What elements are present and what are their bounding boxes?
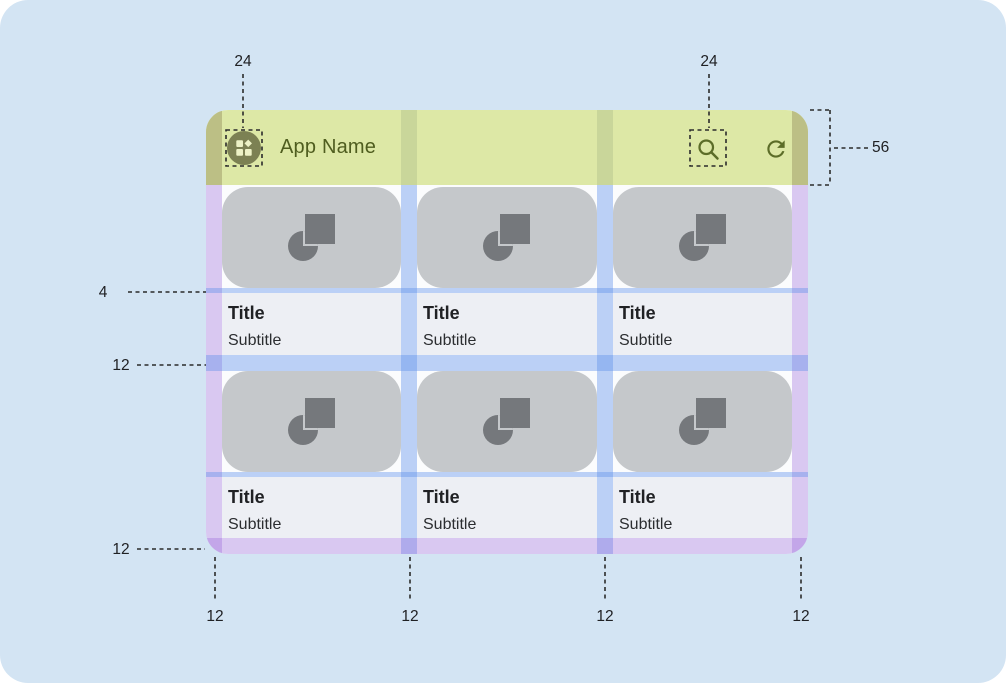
card-media xyxy=(417,187,597,288)
card-title: Title xyxy=(423,303,460,323)
card-subtitle: Subtitle xyxy=(619,516,673,533)
card-media xyxy=(222,187,401,288)
card-media xyxy=(613,371,792,472)
measure-label-gutter-1: 12 xyxy=(401,608,419,625)
card-text-block: Title Subtitle xyxy=(613,477,792,538)
card-text-block: Title Subtitle xyxy=(417,477,597,538)
measure-box-appbar-icon xyxy=(225,129,263,167)
dashboard-icon xyxy=(236,139,252,156)
card-media xyxy=(417,371,597,472)
card-subtitle: Subtitle xyxy=(228,516,282,533)
card-title: Title xyxy=(619,487,656,507)
measure-label-appbar-height: 56 xyxy=(872,139,890,156)
card-text-block: Title Subtitle xyxy=(222,293,401,355)
measure-label-row-spacing: 12 xyxy=(112,357,130,374)
media-placeholder-icon xyxy=(678,397,726,445)
card-subtitle: Subtitle xyxy=(423,332,477,349)
card-subtitle: Subtitle xyxy=(619,332,673,349)
app-title: App Name xyxy=(280,136,377,158)
media-placeholder-icon xyxy=(287,397,335,445)
measure-box-search-icon xyxy=(689,129,727,167)
media-placeholder-icon xyxy=(483,213,530,261)
refresh-button[interactable] xyxy=(761,134,791,164)
app-logo-button[interactable] xyxy=(227,131,261,165)
refresh-icon xyxy=(767,140,785,158)
card-media xyxy=(613,187,792,288)
measure-label-bottom-margin: 12 xyxy=(112,541,130,558)
card-text-block: Title Subtitle xyxy=(417,293,597,355)
card-media xyxy=(222,371,401,472)
search-icon xyxy=(697,138,719,160)
measure-label-left-margin: 12 xyxy=(206,608,224,625)
card-text-block: Title Subtitle xyxy=(613,293,792,355)
media-placeholder-icon xyxy=(678,213,726,261)
card-subtitle: Subtitle xyxy=(228,332,282,349)
measure-label-appbar-icon: 24 xyxy=(234,53,252,70)
card-text-block: Title Subtitle xyxy=(222,477,401,538)
measure-label-right-margin: 12 xyxy=(792,608,810,625)
media-placeholder-icon xyxy=(483,397,530,445)
media-placeholder-icon xyxy=(287,213,335,261)
card-title: Title xyxy=(228,303,265,323)
measure-label-action-icon: 24 xyxy=(700,53,718,70)
measure-label-image-text-gap: 4 xyxy=(98,284,108,301)
card-subtitle: Subtitle xyxy=(423,516,477,533)
search-button[interactable] xyxy=(693,134,723,164)
card-title: Title xyxy=(228,487,265,507)
top-app-bar: App Name xyxy=(206,110,808,185)
measure-label-gutter-2: 12 xyxy=(596,608,614,625)
card-title: Title xyxy=(619,303,656,323)
card-title: Title xyxy=(423,487,460,507)
